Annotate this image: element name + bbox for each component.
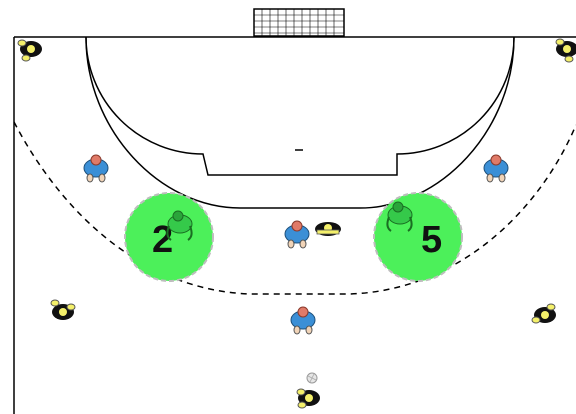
defender-player-icon xyxy=(51,300,75,320)
attacker-player-icon xyxy=(484,155,508,182)
defender-player-icon xyxy=(532,304,556,323)
zone-label: 5 xyxy=(421,219,442,261)
ball-icon xyxy=(307,373,317,383)
zone-5: 5 xyxy=(374,193,462,281)
attacker-player-icon xyxy=(291,307,315,334)
goal-area-line xyxy=(86,37,514,175)
attacker-player-icon xyxy=(285,221,309,248)
defender-player-icon xyxy=(315,222,341,236)
attacker-player-icon xyxy=(84,155,108,182)
defender-player-icon xyxy=(556,39,576,62)
goal-icon xyxy=(254,9,344,36)
defender-player-icon xyxy=(297,389,320,408)
defender-player-icon xyxy=(18,40,42,61)
